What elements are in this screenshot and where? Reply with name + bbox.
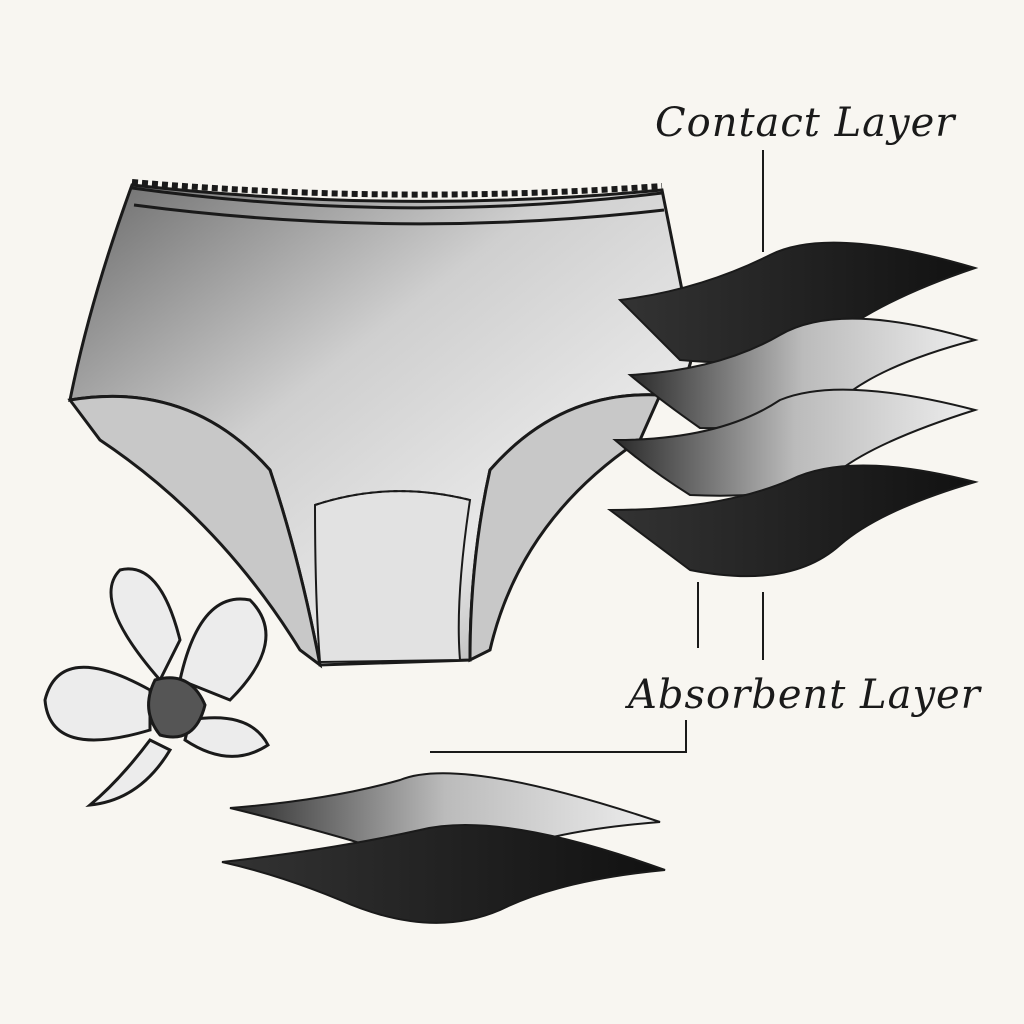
gusset-stitch [314,490,471,506]
orchid-petal-right [178,597,268,702]
absorbent-layer-label: Absorbent Layer [628,672,981,718]
leg-opening-right [468,393,663,663]
orchid-flower-drawing [43,567,270,807]
orchid-center [147,676,207,739]
layer-2 [627,317,979,430]
absorbent-layer-detail [221,772,666,924]
leader-lines [430,150,764,753]
absorbent-leader-line-3 [430,720,687,753]
layer-3 [612,388,979,497]
orchid-petal-lower-right [183,716,270,758]
waistband [131,186,665,226]
leg-opening-left [67,394,323,669]
contact-layer-label: Contact Layer [655,100,956,146]
orchid-petal-top [109,567,182,683]
layer-1-contact [617,241,979,364]
layer-stack [607,241,979,578]
loose-layer-bottom [221,824,666,924]
orchid-petal-bottom [85,738,173,807]
lace-trim-top [131,179,663,198]
layer-4-absorbent [607,464,979,578]
underwear-drawing [67,179,694,669]
gusset [313,490,472,664]
orchid-petal-left [43,665,152,742]
